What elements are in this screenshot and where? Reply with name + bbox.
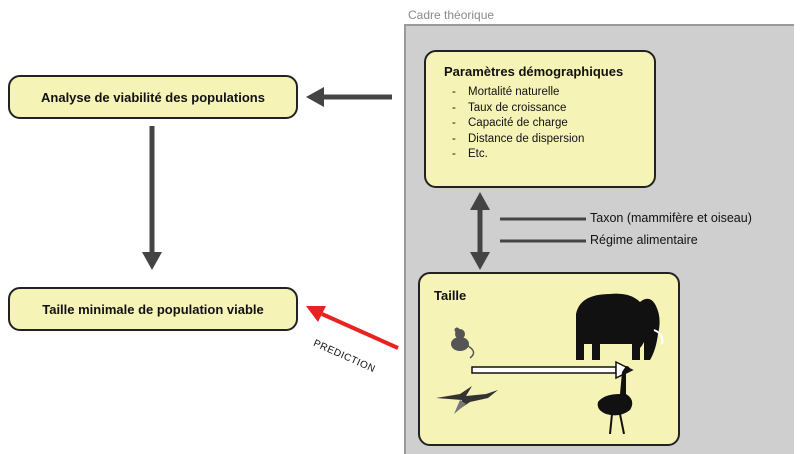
demographic-parameters-box: Paramètres démographiques -Mortalité nat… (424, 50, 656, 188)
size-illustrations (436, 293, 664, 434)
params-list: -Mortalité naturelle -Taux de croissance… (444, 85, 654, 163)
frame-title: Cadre théorique (408, 8, 495, 22)
ostrich-icon (597, 366, 633, 434)
hummingbird-icon (436, 386, 498, 414)
size-box: Taille (418, 272, 680, 446)
param-item: -Capacité de charge (452, 117, 568, 129)
params-title: Paramètres démographiques (444, 64, 624, 79)
diet-label: Régime alimentaire (590, 233, 698, 247)
minimum-viable-population-box: Taille minimale de population viable (8, 287, 298, 331)
param-item: -Distance de dispersion (452, 132, 585, 145)
taxon-label: Taxon (mammifère et oiseau) (590, 211, 752, 225)
arrow-analyse-to-min (142, 126, 162, 270)
population-viability-analysis-box: Analyse de viabilité des populations (8, 75, 298, 119)
arrow-params-to-analyse (306, 87, 392, 107)
size-title: Taille (434, 288, 467, 303)
double-arrow-params-taille (470, 192, 490, 270)
prediction-arrow (306, 306, 399, 350)
mouse-icon (451, 327, 475, 359)
param-item: -Mortalité naturelle (452, 86, 560, 98)
size-gradient-arrow (471, 360, 634, 380)
param-item: -Etc. (452, 148, 488, 160)
param-item: -Taux de croissance (452, 101, 567, 114)
min-viable-label: Taille minimale de population viable (42, 301, 264, 317)
analyse-label: Analyse de viabilité des populations (41, 89, 265, 105)
elephant-icon (576, 293, 664, 360)
